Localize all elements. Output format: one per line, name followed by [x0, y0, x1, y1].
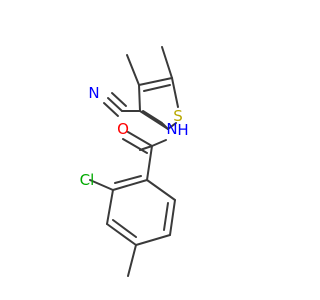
atom-label-o: O [117, 120, 129, 138]
atom-label-n-amide: N [166, 120, 177, 138]
bond-benz-5 [135, 234, 171, 246]
atom-label-cl: Cl [80, 171, 95, 189]
bond-c4-c5-inner [143, 84, 171, 92]
bond-s-c2 [167, 122, 177, 130]
atom-label-n-nitrile: N [88, 84, 99, 102]
bond-cn-triple-1 [107, 97, 123, 112]
bond-c-cl [89, 179, 114, 191]
bond-benz-7 [146, 179, 176, 201]
bond-c2-c3-inner [142, 110, 163, 124]
bond-cn-triple-3 [111, 92, 127, 107]
bond-benz-6 [169, 199, 176, 236]
bond-benz-2 [112, 179, 148, 191]
atom-label-s: S [173, 107, 183, 125]
bond-benz-4-inner [112, 219, 137, 238]
bond-co-double-1 [127, 131, 153, 147]
bond-c2-c3 [139, 110, 169, 130]
molecule-structure: S O N H N Cl [80, 46, 189, 277]
bond-c4-c5 [138, 77, 173, 86]
bond-benz-methyl [127, 244, 137, 277]
bond-n-c-carbonyl [151, 139, 167, 147]
bond-c3-c4 [138, 84, 141, 112]
bond-c4-methyl [126, 54, 140, 86]
bond-c2-n [162, 123, 169, 130]
bond-benz-1 [146, 145, 153, 181]
bond-benz-2-inner [114, 175, 142, 184]
bond-co-double-2 [122, 138, 148, 154]
bond-c5-methyl [161, 46, 173, 79]
bond-cn-triple-2 [103, 102, 119, 117]
bond-benz-4 [106, 223, 137, 246]
bond-c5-s [171, 77, 179, 108]
bond-benz-6-inner [163, 202, 169, 231]
atom-label-h-amide: H [177, 121, 188, 139]
bond-benz-3 [106, 189, 114, 225]
